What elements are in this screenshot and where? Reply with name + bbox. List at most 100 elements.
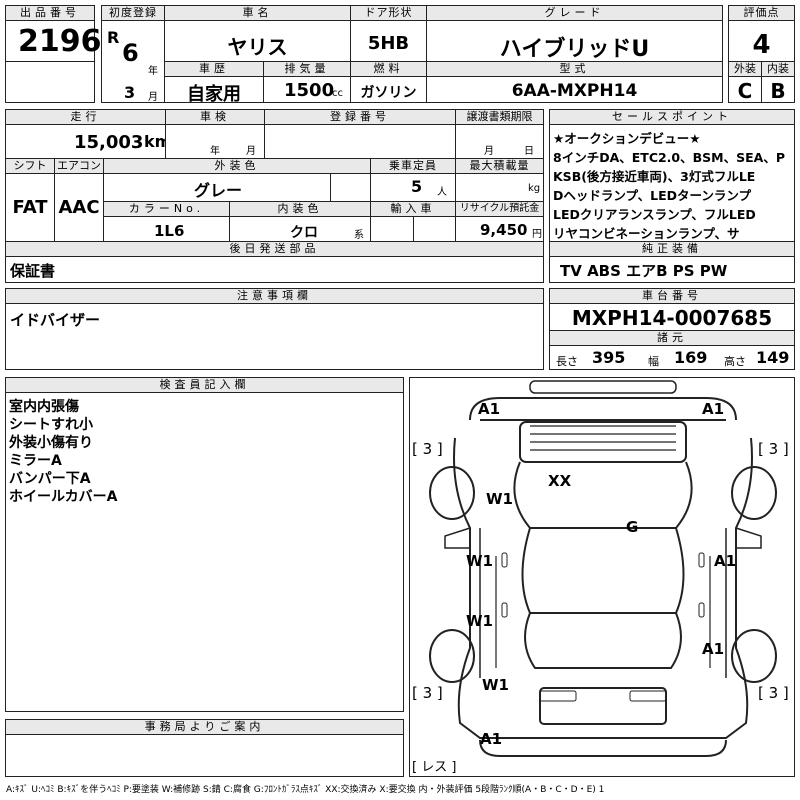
damage-legend: A:ｷｽﾞ U:ﾍｺﾐ B:ｷｽﾞを伴うﾍｺﾐ P:要塗装 W:補修跡 S:錆 …: [6, 785, 605, 795]
chassis-cell: 車台番号 MXPH14-0007685 諸元 長さ 395 幅 169 高さ 1…: [549, 288, 795, 370]
displacement-unit: cc: [332, 88, 343, 99]
mark-front-left-corner: A1: [478, 400, 501, 418]
recycle-label: リサイクル預託金: [455, 201, 544, 217]
door-label: ドア形状: [350, 5, 427, 21]
recycle-deposit: 9,450: [480, 221, 528, 239]
transfer-deadline-cell: 譲渡書類期限 月 日: [455, 109, 544, 159]
genuine-equipment-cell: 純正装備 TV ABS エアB PS PW: [549, 241, 795, 283]
inspector-note: バンパー下A: [9, 471, 91, 487]
max-load-unit: kg: [528, 183, 541, 194]
import-label: 輸入車: [370, 201, 456, 217]
capacity-cell: 乗車定員 5 人: [370, 158, 456, 202]
model: 6AA-MXPH14: [511, 81, 638, 101]
mileage-unit: km: [144, 132, 172, 151]
inspector-note: 室内内張傷: [9, 399, 79, 415]
import-cell: 輸入車: [370, 201, 456, 242]
max-load-cell: 最大積載量 kg: [455, 158, 544, 202]
ac-label: エアコン: [54, 158, 104, 174]
notes-label: 注意事項欄: [5, 288, 544, 304]
sales-point-line: 8インチDA、ETC2.0、BSM、SEA、P: [553, 150, 785, 165]
capacity: 5: [411, 177, 423, 196]
sales-points-label: セールスポイント: [550, 110, 794, 125]
mark-left-rear-fender: W1: [482, 676, 509, 694]
office-info-label: 事務局よりご案内: [5, 719, 404, 735]
sales-point-line: Dヘッドランプ、LEDターンランプ: [553, 188, 752, 203]
shift-cell: シフト FAT: [5, 158, 55, 242]
shift: FAT: [12, 197, 48, 218]
history: 自家用: [187, 84, 241, 105]
interior-color-unit: 系: [354, 230, 364, 241]
lot-number-cell: 出品番号 2196: [5, 5, 102, 62]
mark-right-rear-fender: A1: [702, 640, 725, 658]
color-number-cell: カラーNo. 1L6: [103, 201, 230, 242]
history-cell: 車歴 自家用: [164, 61, 264, 105]
model-label: 型式: [426, 61, 723, 77]
car-outline: [429, 380, 777, 757]
later-parts: 保証書: [10, 262, 56, 280]
fuel-label: 燃料: [350, 61, 427, 77]
interior-grade-label: 内装: [761, 61, 795, 77]
mark-glass: G: [626, 518, 639, 536]
notes-text: イドバイザー: [10, 311, 101, 329]
genuine-equipment: TV ABS エアB PS PW: [560, 262, 728, 280]
notes-panel: 注意事項欄 イドバイザー: [5, 288, 544, 370]
recycle-unit: 円: [532, 229, 542, 240]
exterior-grade-cell: 外装 C: [728, 61, 762, 103]
inspector-note: ホイールカバーA: [9, 489, 118, 505]
length: 395: [592, 348, 626, 367]
score: 4: [752, 30, 771, 60]
width-label: 幅: [648, 355, 659, 368]
era: R: [107, 28, 120, 47]
grade-cell: グレード ハイブリッドU: [426, 5, 723, 62]
registration-number-cell: 登録番号: [264, 109, 456, 159]
office-info-panel: 事務局よりご案内: [5, 719, 404, 777]
specs-label: 諸元: [549, 330, 795, 346]
mark-right-front-door: A1: [714, 552, 737, 570]
height-label: 高さ: [724, 355, 746, 368]
genuine-equipment-label: 純正装備: [549, 241, 795, 257]
capacity-label: 乗車定員: [370, 158, 456, 174]
mark-tire-rear-left: [ 3 ]: [412, 684, 443, 702]
year-unit: 年: [148, 66, 158, 77]
transfer-deadline-label: 譲渡書類期限: [455, 109, 544, 125]
mark-left-front-door: W1: [466, 552, 493, 570]
length-label: 長さ: [556, 355, 578, 368]
later-parts-cell: 後日発送部品 保証書: [5, 241, 544, 283]
exterior-color-cell: 外装色 グレー: [103, 158, 371, 202]
shift-label: シフト: [5, 158, 55, 174]
transfer-day-unit: 日: [524, 146, 534, 157]
color-number: 1L6: [154, 222, 185, 240]
chassis-number: MXPH14-0007685: [571, 306, 773, 330]
color-divider: [330, 174, 331, 202]
mark-tire-front-left: [ 3 ]: [412, 440, 443, 458]
width: 169: [674, 348, 708, 367]
chassis-label: 車台番号: [549, 288, 795, 304]
car-name: ヤリス: [227, 35, 288, 59]
sales-points-panel: セールスポイント ★オークションデビュー★ 8インチDA、ETC2.0、BSM、…: [549, 109, 795, 242]
inspection-cell: 車検 年 月: [165, 109, 265, 159]
grade-label: グレード: [426, 5, 723, 21]
transfer-month-unit: 月: [484, 146, 494, 157]
first-registration-cell: 初度登録 R 6 年 3 月: [101, 5, 165, 103]
color-number-label: カラーNo.: [103, 201, 230, 217]
score-label: 評価点: [728, 5, 795, 21]
sales-point-line: ★オークションデビュー★: [553, 131, 701, 146]
ac: AAC: [58, 197, 100, 218]
interior-grade-cell: 内装 B: [761, 61, 795, 103]
first-reg-year: 6: [122, 39, 139, 67]
mark-tire-rear-right: [ 3 ]: [758, 684, 789, 702]
capacity-unit: 人: [437, 187, 447, 198]
grade: ハイブリッドU: [499, 37, 650, 62]
mileage: 15,003: [74, 132, 144, 153]
inspection-month-unit: 月: [246, 146, 256, 157]
mark-tire-front-right: [ 3 ]: [758, 440, 789, 458]
door-type: 5HB: [367, 33, 410, 54]
import-divider: [413, 217, 414, 242]
car-name-label: 車名: [164, 5, 351, 21]
mark-windshield: XX: [548, 472, 572, 490]
inspector-notes-label: 検査員記入欄: [5, 377, 404, 393]
score-cell: 評価点 4: [728, 5, 795, 62]
first-registration-label: 初度登録: [101, 5, 165, 21]
ac-cell: エアコン AAC: [54, 158, 104, 242]
exterior-grade: C: [737, 79, 753, 103]
